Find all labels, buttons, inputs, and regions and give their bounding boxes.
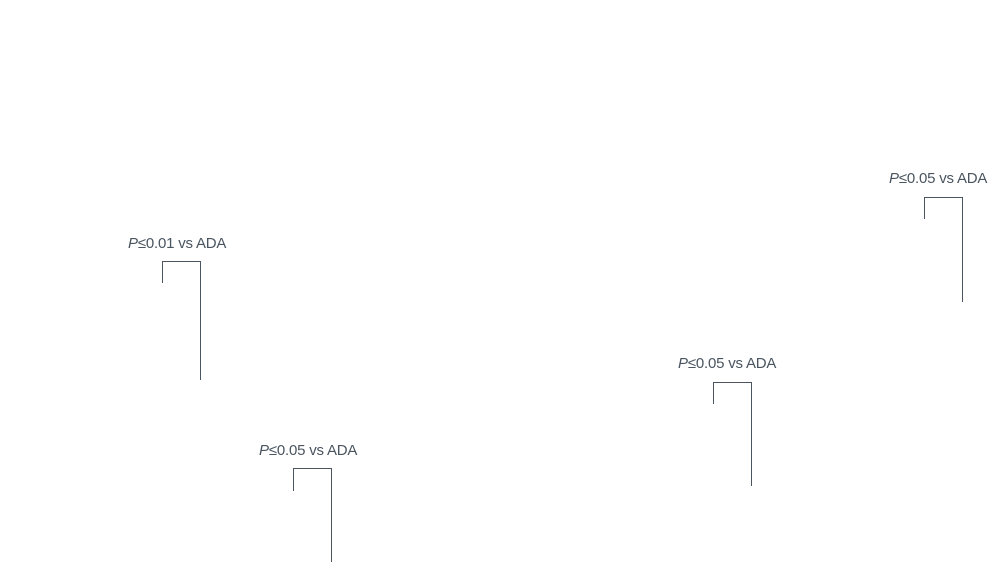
p-value-letter: P — [128, 235, 138, 252]
significance-bracket-3 — [713, 382, 752, 486]
p-value-text: ≤0.01 vs ADA — [137, 235, 227, 252]
p-value-text: ≤0.05 vs ADA — [898, 170, 988, 187]
p-value-letter: P — [889, 170, 899, 187]
significance-label-2: P≤0.05 vs ADA — [259, 443, 357, 458]
significance-label-3: P≤0.05 vs ADA — [678, 356, 776, 371]
significance-bracket-4 — [924, 197, 963, 302]
significance-bracket-1 — [162, 261, 201, 380]
significance-label-1: P≤0.01 vs ADA — [128, 236, 226, 251]
p-value-letter: P — [259, 442, 269, 459]
p-value-text: ≤0.05 vs ADA — [268, 442, 358, 459]
p-value-text: ≤0.05 vs ADA — [687, 355, 777, 372]
significance-bracket-2 — [293, 468, 332, 562]
significance-label-4: P≤0.05 vs ADA — [889, 171, 987, 186]
p-value-letter: P — [678, 355, 688, 372]
